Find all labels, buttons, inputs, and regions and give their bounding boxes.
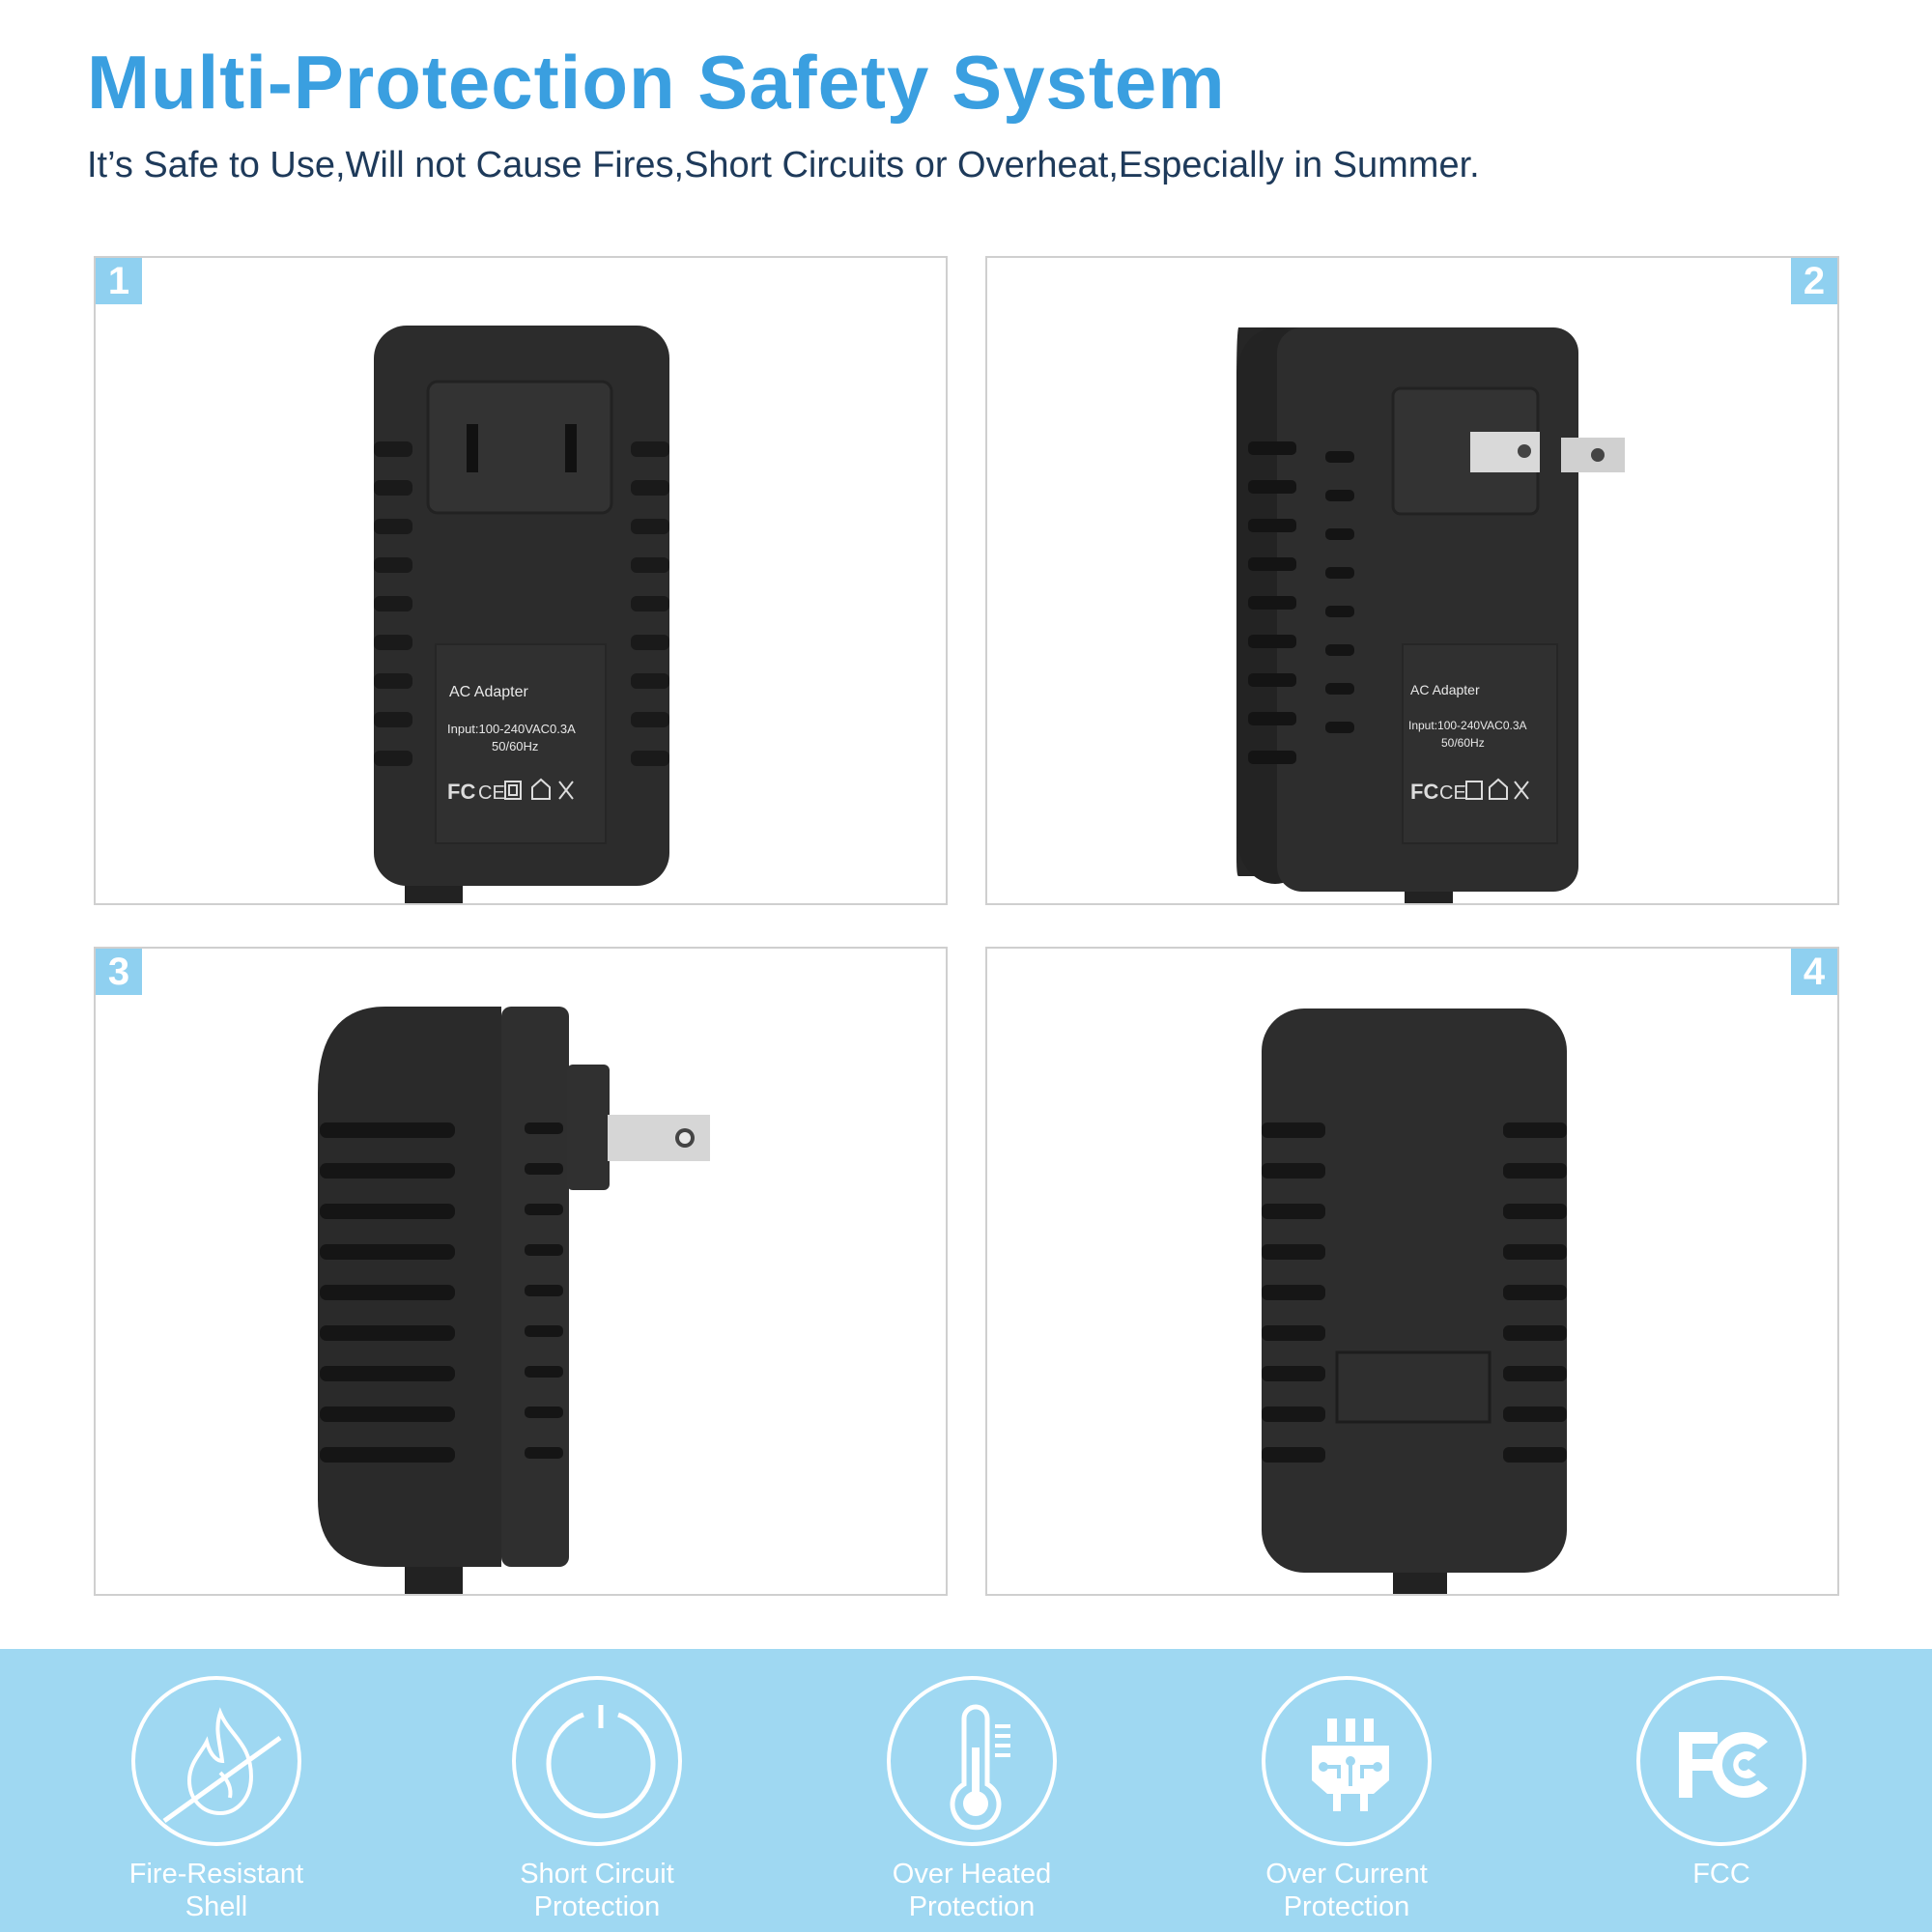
feature-label-line1: Over Current: [1265, 1859, 1428, 1889]
feature-label-line1: Fire-Resistant: [128, 1859, 304, 1889]
feature-label-line1: FCC: [1692, 1859, 1750, 1889]
feature-ring: [1636, 1676, 1806, 1846]
adapter-side-image: [318, 1007, 710, 1594]
product-view-angled: 2 AC Adapter Input:100-240VAC0.3A 50/60H…: [985, 256, 1839, 905]
feature-ring: [887, 1676, 1057, 1846]
feature-label-line1: Over Heated: [892, 1859, 1052, 1889]
view-badge-2: 2: [1791, 258, 1837, 304]
product-view-side: 3: [94, 947, 948, 1596]
feature-ring: [131, 1676, 301, 1846]
product-view-front: 1 AC Adapter Input:100-240VAC0.3A 50/60H…: [94, 256, 948, 905]
power-icon: [546, 1705, 656, 1819]
label-frequency-2: 50/60Hz: [1441, 736, 1485, 750]
feature-ring: [1262, 1676, 1432, 1846]
feature-label-line2: Protection: [1283, 1891, 1410, 1922]
page-title: Multi-Protection Safety System: [87, 40, 1226, 125]
feature-fire-resistant: Fire-Resistant Shell: [100, 1676, 332, 1923]
feature-label-line2: Shell: [185, 1891, 248, 1922]
adapter-back-image: [1262, 1009, 1567, 1594]
feature-label-line2: Protection: [533, 1891, 661, 1922]
label-input: Input:100-240VAC0.3A: [447, 722, 576, 736]
view-badge-3: 3: [96, 949, 142, 995]
page-subtitle: It’s Safe to Use,Will not Cause Fires,Sh…: [87, 145, 1480, 185]
label-title: AC Adapter: [449, 684, 529, 700]
feature-short-circuit: Short Circuit Protection: [481, 1676, 713, 1923]
fcc-icon: [1679, 1732, 1768, 1798]
svg-text:FC: FC: [447, 780, 475, 804]
fire-icon: [162, 1707, 282, 1824]
feature-ring: [512, 1676, 682, 1846]
label-frequency: 50/60Hz: [492, 739, 538, 753]
feature-over-heated: Over Heated Protection: [856, 1676, 1088, 1923]
plug-circuit-icon: [1312, 1719, 1389, 1811]
feature-label-line1: Short Circuit: [520, 1859, 674, 1889]
view-badge-4: 4: [1791, 949, 1837, 995]
feature-label-line2: Protection: [908, 1891, 1036, 1922]
adapter-angled-image: AC Adapter Input:100-240VAC0.3A 50/60Hz …: [1236, 327, 1625, 903]
adapter-front-image: AC Adapter Input:100-240VAC0.3A 50/60Hz …: [374, 326, 669, 903]
svg-text:CE: CE: [1439, 782, 1466, 804]
svg-text:CE: CE: [478, 782, 505, 804]
product-view-back: 4: [985, 947, 1839, 1596]
svg-text:FC: FC: [1410, 780, 1438, 804]
label-title-2: AC Adapter: [1410, 682, 1480, 697]
feature-fcc: FCC: [1605, 1676, 1837, 1890]
feature-over-current: Over Current Protection: [1231, 1676, 1463, 1923]
thermometer-icon: [950, 1704, 1010, 1831]
label-input-2: Input:100-240VAC0.3A: [1408, 719, 1527, 732]
view-badge-1: 1: [96, 258, 142, 304]
